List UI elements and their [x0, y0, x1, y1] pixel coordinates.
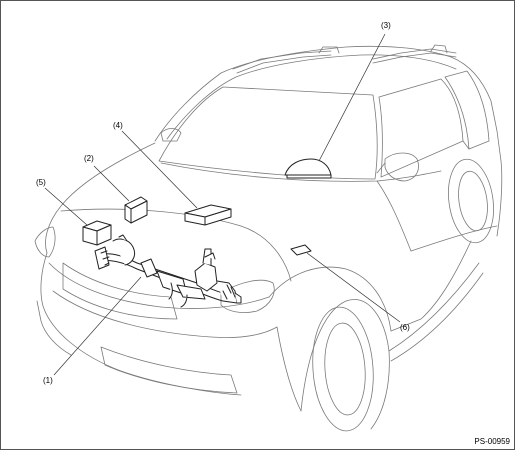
headlight-left	[34, 226, 56, 258]
hood-outline	[45, 142, 156, 254]
part-6-plate	[290, 244, 312, 256]
callout-2: (2)	[84, 154, 94, 163]
leader-6	[306, 252, 401, 323]
roof-rail-right-b	[372, 52, 457, 64]
windshield	[158, 86, 378, 180]
part-3-dome-unit	[284, 158, 332, 176]
part-1-steering-gearbox	[94, 234, 242, 308]
front-wheel-arch	[300, 299, 390, 430]
roof-rail-left	[232, 50, 332, 70]
leader-3	[318, 33, 386, 162]
front-fender	[268, 266, 392, 332]
side-mirror	[384, 152, 419, 182]
side-window-rear	[444, 70, 490, 150]
rear-wheel	[448, 158, 494, 244]
leader-1	[53, 276, 142, 376]
callout-6: (6)	[400, 323, 410, 332]
callout-3: (3)	[381, 21, 391, 30]
front-wheel	[312, 306, 374, 432]
lower-intake	[100, 346, 238, 394]
callout-5: (5)	[36, 178, 46, 187]
roof-rail-left-b	[236, 54, 332, 74]
callout-1: (1)	[43, 376, 53, 385]
roof-line-inner	[166, 54, 457, 140]
leader-2	[93, 165, 130, 202]
hood-crease	[60, 208, 292, 282]
roof-rail-right	[372, 48, 457, 60]
side-window-front	[378, 78, 464, 178]
grille	[62, 262, 178, 320]
headlight-right	[220, 279, 275, 313]
figure-id: PS-00959	[474, 437, 510, 446]
hood-rear-edge	[160, 162, 442, 182]
leader-4	[121, 130, 198, 209]
callout-4: (4)	[113, 121, 123, 130]
leader-5	[44, 187, 88, 226]
door-line	[410, 225, 498, 252]
roof-outline	[154, 45, 503, 237]
